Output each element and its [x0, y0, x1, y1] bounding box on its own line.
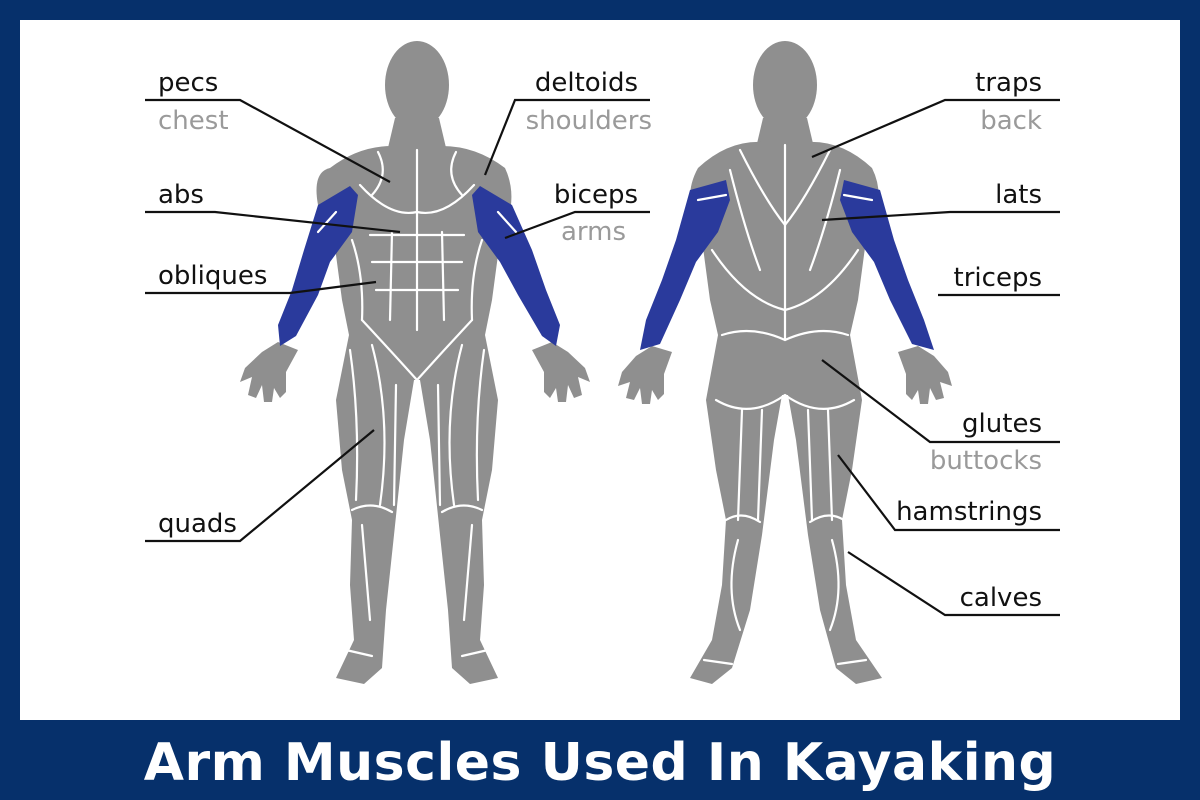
- back-left-arm-highlight: [640, 180, 730, 350]
- front-right-arm-highlight: [472, 186, 560, 346]
- back-left-hand: [618, 346, 672, 404]
- back-right-arm-highlight: [840, 180, 934, 350]
- label-abs: abs: [158, 180, 204, 210]
- front-left-hand: [240, 342, 298, 402]
- sublabel-chest: chest: [158, 106, 229, 136]
- label-glutes: glutes: [962, 409, 1042, 439]
- labels-left: pecs chest abs obliques quads: [158, 68, 267, 539]
- back-muscle-lines: [696, 143, 874, 666]
- label-biceps: biceps: [554, 180, 638, 210]
- labels-right: traps back lats triceps glutes buttocks …: [896, 68, 1042, 613]
- label-triceps: triceps: [954, 263, 1042, 293]
- front-figure: [240, 41, 590, 685]
- front-muscle-lines: [316, 148, 518, 658]
- back-figure: [618, 41, 952, 684]
- anatomy-diagram: pecs chest abs obliques quads deltoids s…: [145, 41, 1060, 685]
- label-deltoids: deltoids: [535, 68, 638, 98]
- sublabel-buttocks: buttocks: [930, 446, 1042, 476]
- front-neck: [387, 118, 447, 152]
- label-obliques: obliques: [158, 261, 267, 291]
- page-title: Arm Muscles Used In Kayaking: [143, 733, 1057, 793]
- front-head: [385, 41, 449, 129]
- leader-lines: [145, 98, 1060, 617]
- leader-lats: [821, 210, 1060, 222]
- sublabel-arms: arms: [561, 217, 626, 247]
- leader-biceps: [504, 210, 650, 240]
- label-hamstrings: hamstrings: [896, 497, 1042, 527]
- label-calves: calves: [960, 583, 1042, 613]
- back-right-hand: [898, 346, 952, 404]
- sublabel-back: back: [980, 106, 1042, 136]
- leader-pecs: [145, 98, 391, 183]
- label-lats: lats: [995, 180, 1042, 210]
- leader-glutes: [821, 359, 1060, 444]
- label-quads: quads: [158, 509, 237, 539]
- leader-deltoids: [483, 98, 650, 176]
- labels-middle: deltoids shoulders biceps arms: [526, 68, 652, 247]
- leader-calves: [847, 551, 1060, 617]
- leader-hamstrings: [837, 454, 1060, 532]
- sublabel-shoulders: shoulders: [526, 106, 652, 136]
- front-right-hand: [532, 342, 590, 402]
- leader-quads: [145, 429, 375, 543]
- back-head: [753, 41, 817, 129]
- leader-abs: [145, 210, 401, 234]
- leader-traps: [811, 98, 1060, 159]
- leader-obliques: [145, 280, 377, 295]
- label-pecs: pecs: [158, 68, 218, 98]
- diagram-panel: pecs chest abs obliques quads deltoids s…: [20, 20, 1180, 720]
- front-torso: [322, 145, 512, 685]
- label-traps: traps: [975, 68, 1042, 98]
